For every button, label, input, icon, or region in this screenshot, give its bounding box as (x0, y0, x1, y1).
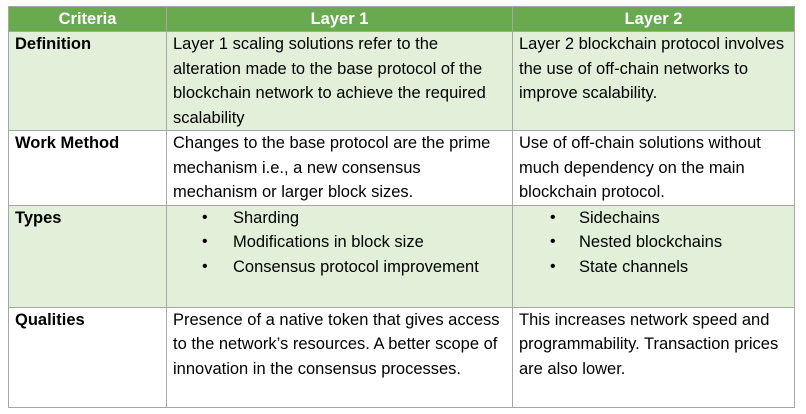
layer1-cell: Sharding Modifications in block size Con… (166, 204, 513, 308)
header-layer-2: Layer 2 (512, 6, 795, 32)
header-criteria: Criteria (8, 6, 167, 32)
header-layer-1: Layer 1 (166, 6, 513, 32)
layer1-cell: Layer 1 scaling solutions refer to the a… (166, 31, 513, 131)
list-item: Consensus protocol improvement (173, 255, 506, 280)
layer2-cell: Use of off-chain solutions without much … (512, 130, 795, 206)
comparison-table: Criteria Layer 1 Layer 2 Definition Laye… (8, 6, 795, 408)
criteria-cell: Definition (8, 31, 167, 131)
table-row: Work Method Changes to the base protocol… (8, 130, 795, 206)
criteria-cell: Qualities (8, 306, 167, 408)
layer2-cell: Sidechains Nested blockchains State chan… (512, 204, 795, 308)
layer1-types-list: Sharding Modifications in block size Con… (173, 206, 506, 280)
list-item: Nested blockchains (519, 230, 788, 255)
top-cropped-strip (0, 0, 806, 6)
table-row: Qualities Presence of a native token tha… (8, 306, 795, 408)
layer2-cell: Layer 2 blockchain protocol involves the… (512, 31, 795, 131)
list-item: Sharding (173, 206, 506, 231)
header-row: Criteria Layer 1 Layer 2 (8, 6, 795, 32)
list-item: Modifications in block size (173, 230, 506, 255)
layer1-cell: Presence of a native token that gives ac… (166, 306, 513, 408)
list-item: State channels (519, 255, 788, 280)
layer2-cell: This increases network speed and program… (512, 306, 795, 408)
table-row: Definition Layer 1 scaling solutions ref… (8, 31, 795, 131)
criteria-cell: Types (8, 204, 167, 308)
table-row: Types Sharding Modifications in block si… (8, 204, 795, 308)
list-item: Sidechains (519, 206, 788, 231)
layer1-cell: Changes to the base protocol are the pri… (166, 130, 513, 206)
layer2-types-list: Sidechains Nested blockchains State chan… (519, 206, 788, 280)
criteria-cell: Work Method (8, 130, 167, 206)
